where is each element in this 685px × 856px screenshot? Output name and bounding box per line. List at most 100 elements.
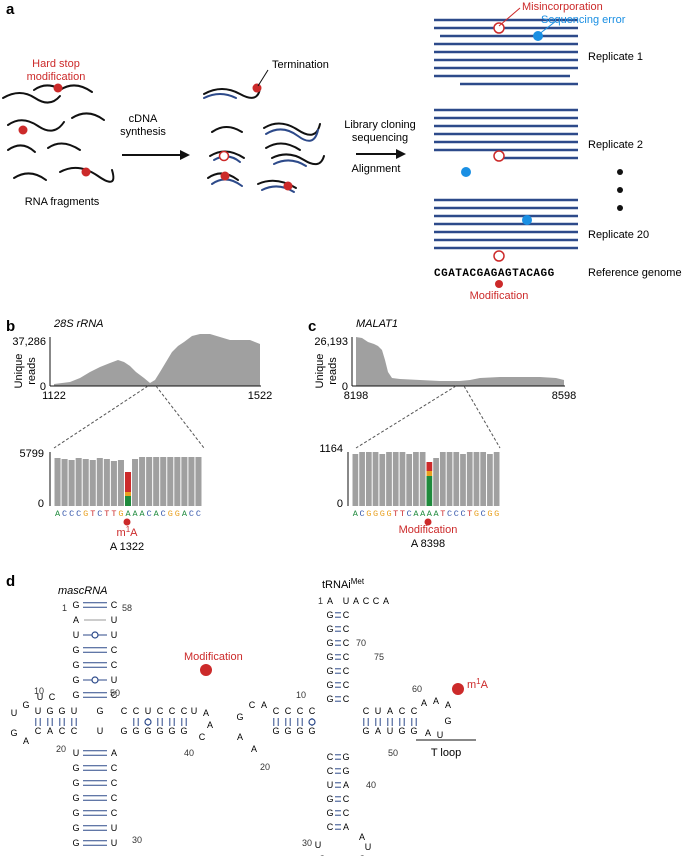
mid-dot-3: [283, 181, 293, 191]
zoom-bar: [167, 457, 174, 506]
reference-mod-dot: [495, 280, 503, 288]
rna-base: G: [72, 838, 79, 848]
rna-base: A: [445, 700, 451, 710]
sequence-nucleotide: C: [161, 509, 166, 519]
rna-base: G: [296, 726, 303, 736]
panel-b-label: b: [6, 318, 15, 335]
rna-base: G: [180, 726, 187, 736]
zoom-bar: [75, 458, 82, 506]
zoom-bar-segment: [426, 471, 433, 476]
zoom-bar: [453, 452, 460, 506]
rna-base: G: [284, 726, 291, 736]
panel-a-label: a: [6, 1, 15, 18]
gu-pair-circle: [91, 631, 99, 639]
sequence-nucleotide: G: [118, 509, 123, 519]
rna-base: A: [375, 726, 381, 736]
sequence-nucleotide: T: [400, 509, 405, 519]
rna-base: G: [46, 706, 53, 716]
sequence-nucleotide: A: [140, 509, 146, 519]
t-loop-label: T loop: [431, 747, 461, 759]
sequence-nucleotide: C: [76, 509, 81, 519]
rna-base: G: [308, 726, 315, 736]
position-number: 30: [302, 838, 312, 848]
zoom-bar: [61, 459, 68, 506]
rna-base: G: [72, 778, 79, 788]
panel-c-mod-label: Modification: [399, 524, 458, 536]
rna-base: C: [343, 794, 350, 804]
rna-base: A: [237, 732, 243, 742]
rna-base: C: [157, 706, 164, 716]
termination-leader: [257, 69, 269, 87]
rna-base: C: [327, 752, 334, 762]
library-label-1: Library cloning: [344, 119, 416, 131]
rna-base: G: [326, 694, 333, 704]
rna-base: C: [181, 706, 188, 716]
rna-base: C: [285, 706, 292, 716]
rna-base: C: [199, 732, 206, 742]
zoom-bar: [493, 452, 500, 506]
sequence-nucleotide: A: [132, 509, 138, 519]
rna-base: C: [343, 624, 350, 634]
position-number: 1: [62, 603, 67, 613]
misincorporation-label: Misincorporation: [522, 1, 603, 13]
sequence-nucleotide: T: [467, 509, 472, 519]
zoom-bar: [117, 460, 124, 506]
sequence-nucleotide: A: [413, 509, 419, 519]
zoom-bar-segment: [124, 496, 132, 506]
panel-c-position: A 8398: [411, 538, 445, 550]
library-label-2: sequencing: [352, 132, 408, 144]
rna-base: C: [309, 706, 316, 716]
rna-base: C: [363, 596, 370, 606]
rna-base: A: [23, 736, 29, 746]
rna-base: C: [249, 700, 256, 710]
rna-base: G: [342, 752, 349, 762]
panel-b-position: A 1322: [110, 541, 144, 553]
aligned-reads: [434, 18, 578, 262]
position-number: 70: [356, 638, 366, 648]
panel-c-xend: 8598: [552, 390, 576, 402]
zoom-bar: [160, 457, 167, 506]
panel-b-xstart: 1122: [42, 390, 66, 402]
rna-base: G: [326, 652, 333, 662]
rna-base: A: [73, 615, 79, 625]
rna-base: U: [437, 730, 444, 740]
sequence-nucleotide: G: [386, 509, 391, 519]
position-number: 40: [184, 748, 194, 758]
rna-base: G: [326, 666, 333, 676]
zoom-bar-segment: [426, 476, 433, 506]
sequence-nucleotide: T: [393, 509, 398, 519]
rna-base: A: [251, 744, 257, 754]
rna-base: A: [343, 780, 349, 790]
rna-base: G: [72, 600, 79, 610]
reference-genome-label: Reference genome: [588, 267, 682, 279]
zoom-bar: [446, 452, 453, 506]
rna-base: C: [111, 690, 118, 700]
replicate-20-label: Replicate 20: [588, 229, 649, 241]
rna-base: G: [398, 726, 405, 736]
rna-base: A: [261, 700, 267, 710]
rna-base: A: [203, 708, 209, 718]
rna-base: G: [236, 712, 243, 722]
misincorporation-dot: [493, 250, 505, 262]
rna-base: C: [363, 706, 370, 716]
zoom-bar: [419, 452, 426, 506]
rna-base: C: [111, 763, 118, 773]
panel-d-label: d: [6, 573, 15, 590]
rna-base: G: [156, 726, 163, 736]
zoom-bar: [181, 457, 188, 506]
panel-c-ymax: 26,193: [314, 336, 348, 348]
sequence-nucleotide: A: [353, 509, 359, 519]
hard-stop-label-1: Hard stop: [32, 58, 80, 70]
zoom-bar: [466, 452, 473, 506]
panel-b-gene: 28S rRNA: [53, 318, 104, 330]
rna-base: G: [326, 638, 333, 648]
rna-base: G: [72, 808, 79, 818]
sequence-nucleotide: T: [440, 509, 445, 519]
misincorporation-dot: [493, 150, 505, 162]
position-number: 60: [412, 684, 422, 694]
cdna-label-2: synthesis: [120, 126, 166, 138]
rna-base: U: [387, 726, 394, 736]
rna-base: A: [387, 706, 393, 716]
panel-b-coverage-area: [54, 334, 260, 386]
